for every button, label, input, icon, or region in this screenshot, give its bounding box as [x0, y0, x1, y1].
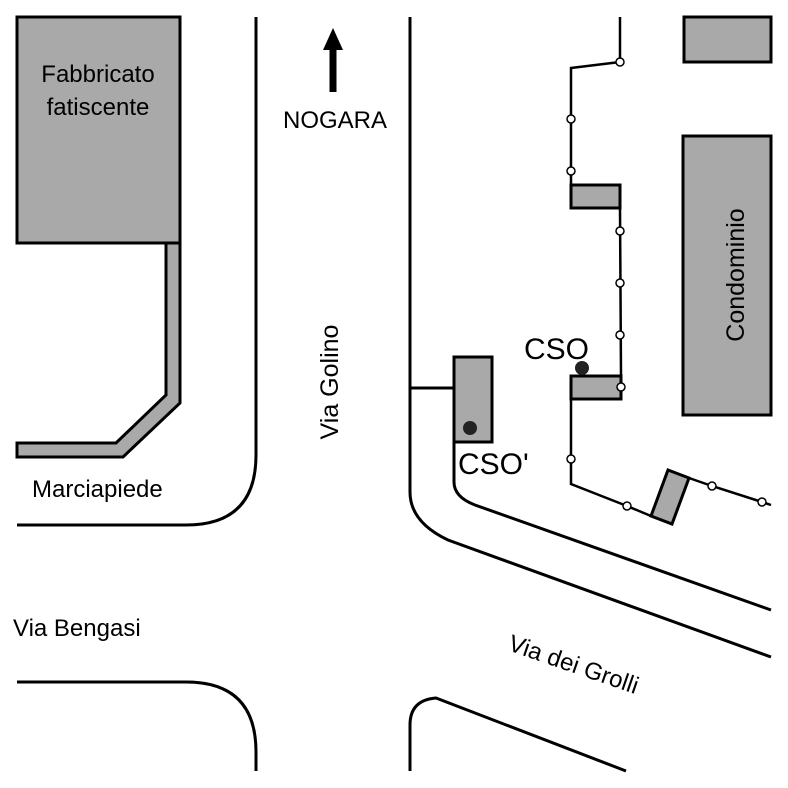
arrow-up-icon [323, 28, 343, 92]
road-bengasi-south-edge [17, 680, 258, 771]
fence-post-icon [615, 226, 625, 236]
label-nogara: NOGARA [283, 107, 387, 134]
fence-post-icon [707, 481, 717, 491]
road-golino-east-edge [408, 17, 772, 659]
label-condominio: Condominio [722, 208, 750, 341]
block-cso [569, 374, 623, 401]
cso-point [575, 361, 589, 375]
fence-line [618, 207, 623, 377]
fence-line [569, 399, 652, 518]
fence-post-icon [615, 57, 625, 67]
label-cso: CSO [524, 333, 589, 366]
fence-post-icon [566, 454, 576, 464]
road-inner-edge [452, 442, 772, 612]
sidewalk-marciapiede [15, 241, 182, 459]
label-marciapiede: Marciapiede [32, 476, 163, 503]
label-fabbricato-line2: fatiscente [47, 94, 150, 121]
building-top-right [682, 15, 773, 64]
cso-prime-point [463, 421, 477, 435]
label-via-bengasi: Via Bengasi [13, 615, 141, 642]
fence-posts [566, 57, 767, 511]
label-cso-prime: CSO' [458, 448, 529, 481]
fence-post-icon [757, 497, 767, 507]
fence-post-icon [566, 114, 576, 124]
fence-post-icon [622, 501, 632, 511]
label-via-golino: Via Golino [316, 325, 344, 440]
label-via-dei-grolli: Via dei Grolli [505, 630, 642, 700]
building-fabbricato [15, 15, 182, 245]
building-condominio [681, 134, 773, 417]
fence-line [569, 17, 622, 185]
fence-post-icon [615, 330, 625, 340]
fence-post-icon [615, 278, 625, 288]
label-fabbricato-line1: Fabbricato [41, 61, 154, 88]
road-grolli-south-edge [408, 696, 627, 773]
road-golino-west-edge [17, 17, 258, 527]
fence-post-icon [566, 166, 576, 176]
block-upper [569, 183, 622, 210]
fence-post-icon [616, 382, 626, 392]
block-diagonal [649, 468, 691, 526]
